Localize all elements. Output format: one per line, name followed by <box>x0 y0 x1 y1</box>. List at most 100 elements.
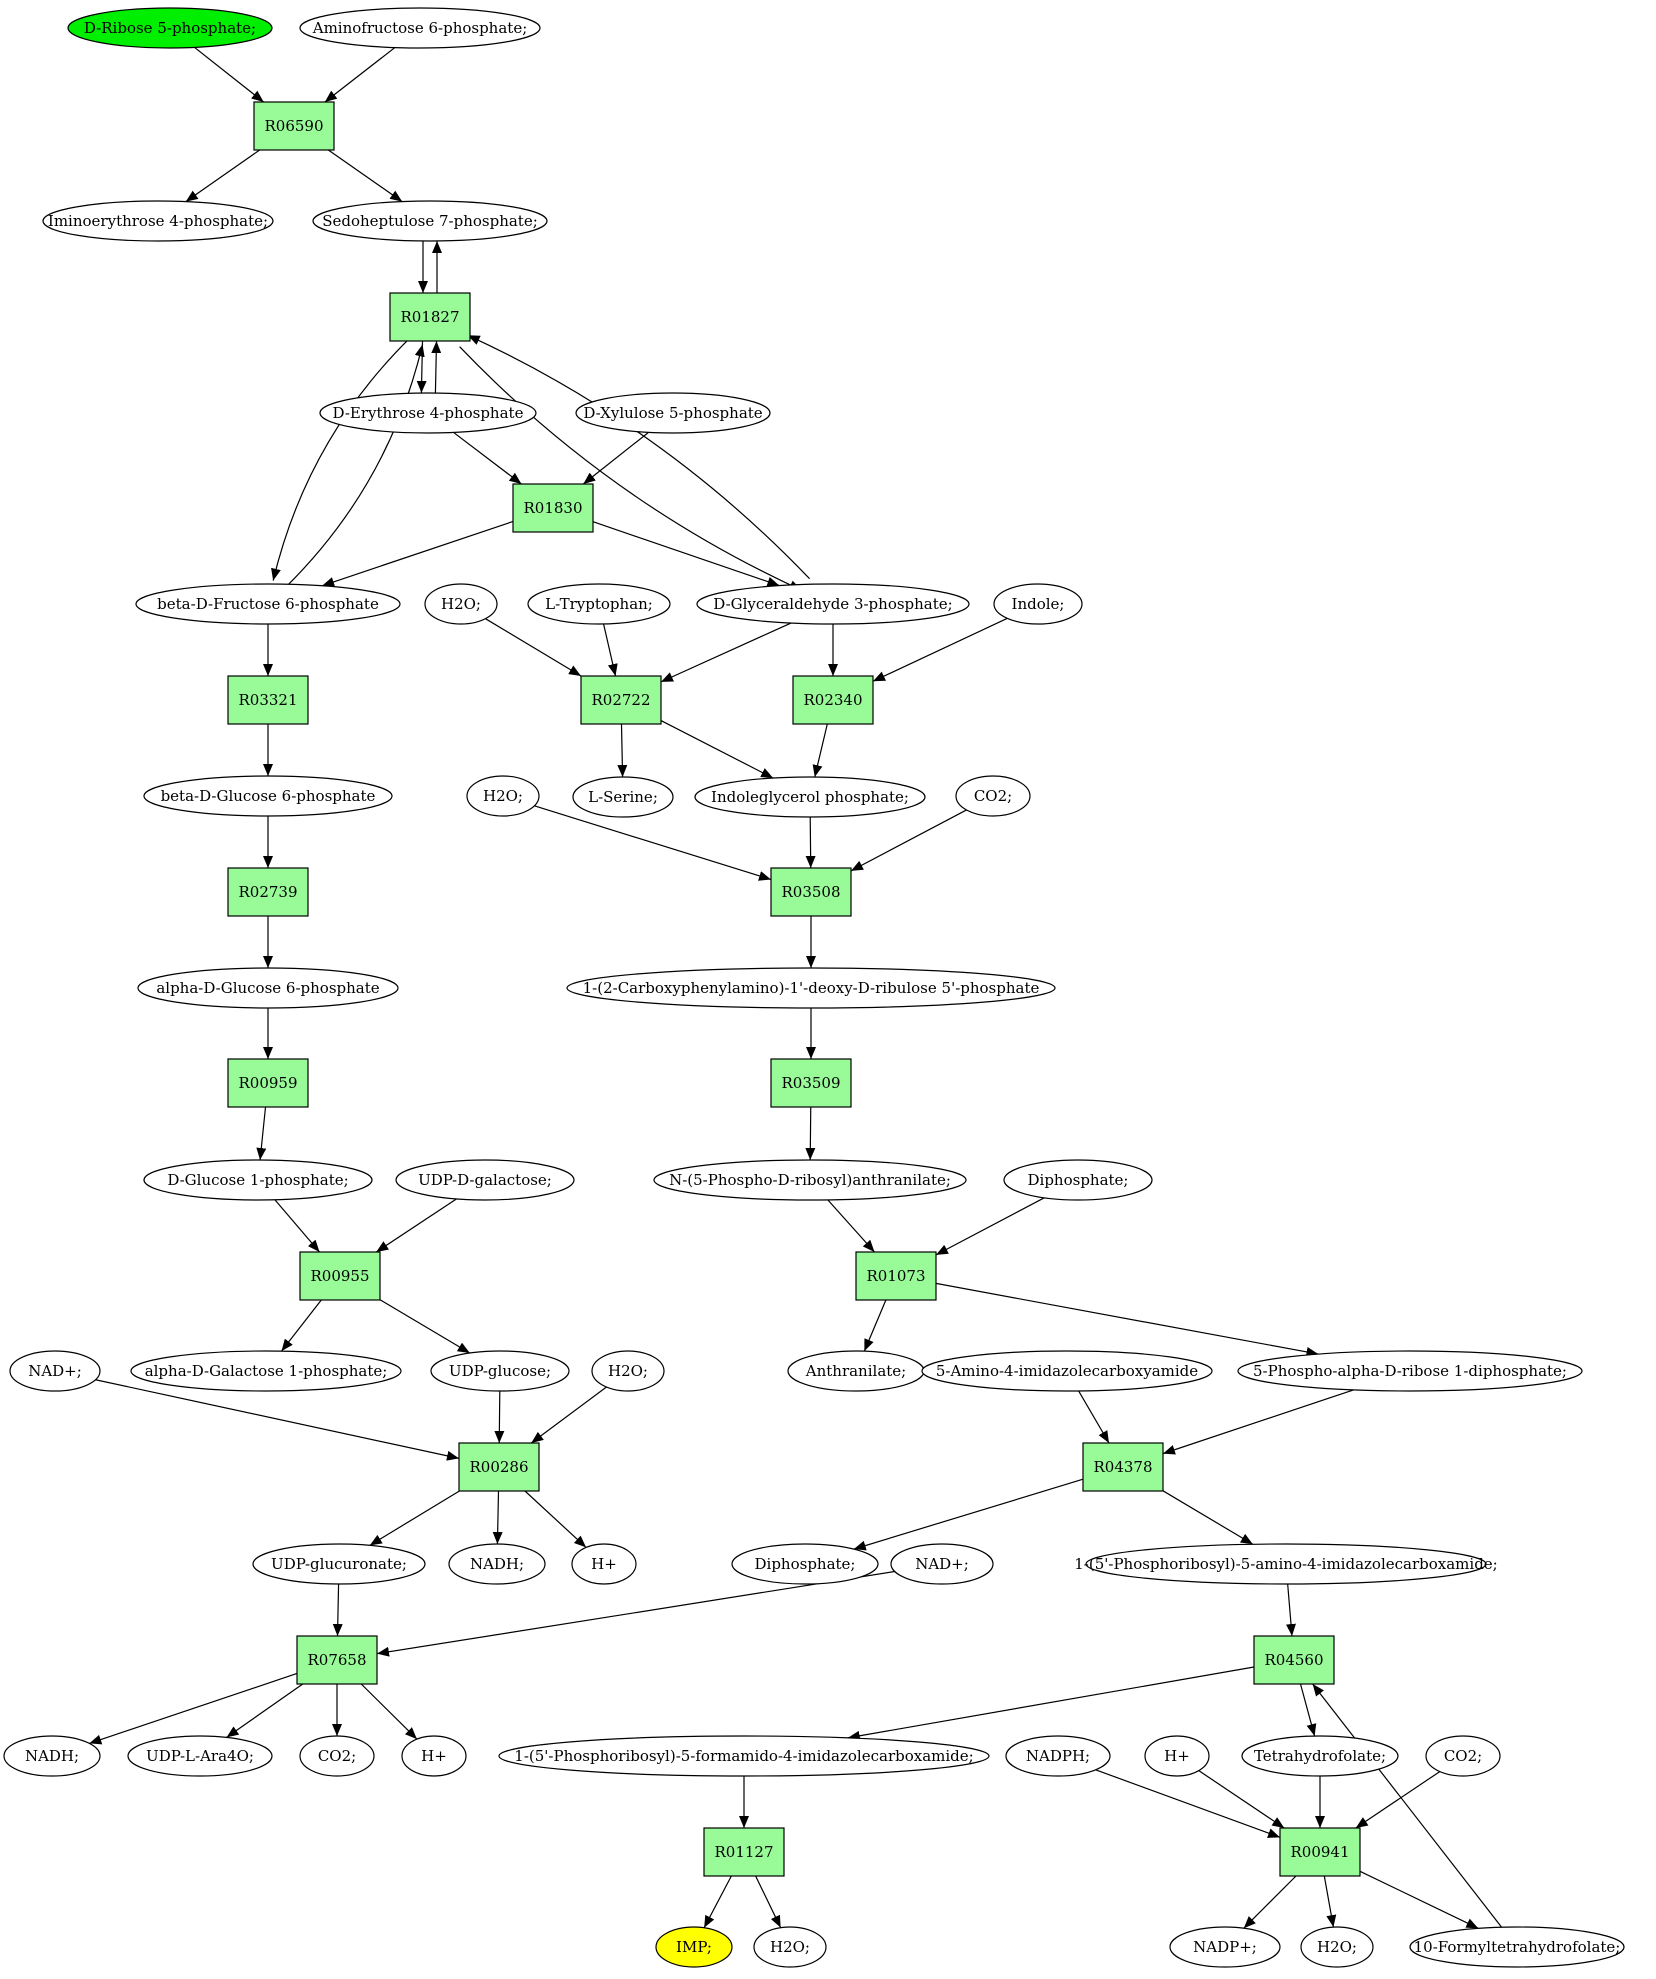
compound-ellipse <box>571 1543 637 1585</box>
compound-ellipse <box>566 967 1056 1009</box>
compound-node-nad_a[interactable]: NAD+; <box>9 1350 101 1392</box>
compound-ellipse <box>1425 1735 1501 1777</box>
node-label: 1-(5'-Phosphoribosyl)-5-amino-4-imidazol… <box>1074 1555 1498 1573</box>
compound-node-imp[interactable]: IMP; <box>655 1926 733 1968</box>
compound-node-ser[interactable]: L-Serine; <box>572 776 674 818</box>
compound-ellipse <box>430 1350 570 1392</box>
compound-ellipse <box>312 200 548 242</box>
reaction-box <box>1253 1635 1335 1685</box>
reaction-node-R03321[interactable]: R03321 <box>227 675 309 725</box>
edge-nad_a-to-R00286 <box>95 1379 460 1461</box>
reaction-node-R00286[interactable]: R00286 <box>458 1442 540 1492</box>
node-label: beta-D-Fructose 6-phosphate <box>157 595 379 613</box>
compound-node-h2o_b[interactable]: H2O; <box>466 775 540 817</box>
node-label: R03508 <box>781 883 840 901</box>
compound-node-xyl5p[interactable]: D-Xylulose 5-phosphate <box>575 392 771 434</box>
node-label: R01073 <box>866 1267 925 1285</box>
reaction-node-R01073[interactable]: R01073 <box>855 1251 937 1301</box>
compound-node-udpara[interactable]: UDP-L-Ara4O; <box>127 1735 273 1777</box>
reaction-box <box>770 1058 852 1108</box>
reaction-node-R04378[interactable]: R04378 <box>1082 1442 1164 1492</box>
node-label: N-(5-Phospho-D-ribosyl)anthranilate; <box>669 1171 951 1189</box>
compound-node-sedo7p[interactable]: Sedoheptulose 7-phosphate; <box>312 200 548 242</box>
compound-ellipse <box>1144 1735 1210 1777</box>
edge-ery4p-to-R01827 <box>431 341 442 394</box>
compound-node-h2o_a[interactable]: H2O; <box>424 583 498 625</box>
compound-node-aica[interactable]: 5-Amino-4-imidazolecarboxyamide <box>921 1350 1213 1392</box>
compound-node-prant[interactable]: N-(5-Phospho-D-ribosyl)anthranilate; <box>653 1159 967 1201</box>
compound-node-aicar[interactable]: 1-(5'-Phosphoribosyl)-5-amino-4-imidazol… <box>1074 1543 1498 1585</box>
reaction-node-R03509[interactable]: R03509 <box>770 1058 852 1108</box>
reaction-node-R02340[interactable]: R02340 <box>792 675 874 725</box>
compound-node-bglc6p[interactable]: beta-D-Glucose 6-phosphate <box>143 775 393 817</box>
compound-node-h2o_e[interactable]: H2O; <box>1300 1926 1374 1968</box>
reaction-node-R00959[interactable]: R00959 <box>227 1058 309 1108</box>
reaction-node-R07658[interactable]: R07658 <box>296 1635 378 1685</box>
compound-node-glc1p[interactable]: D-Glucose 1-phosphate; <box>143 1159 373 1201</box>
compound-node-co2_a[interactable]: CO2; <box>955 775 1031 817</box>
edge-layer <box>89 46 1503 1929</box>
compound-node-hplus_b[interactable]: H+ <box>401 1735 467 1777</box>
compound-node-nadph[interactable]: NADPH; <box>1005 1735 1111 1777</box>
edge-xyl5p-to-R01830 <box>582 431 649 485</box>
compound-node-nad_b[interactable]: NAD+; <box>890 1543 994 1585</box>
reaction-box <box>703 1827 785 1877</box>
reaction-node-R02739[interactable]: R02739 <box>227 867 309 917</box>
node-label: L-Serine; <box>588 788 658 806</box>
node-label: H2O; <box>1317 1938 1357 1956</box>
compound-node-h2o_d[interactable]: H2O; <box>753 1926 827 1968</box>
compound-node-iminoery4p[interactable]: Iminoerythrose 4-phosphate; <box>42 200 274 242</box>
compound-node-aminofru6p[interactable]: Aminofructose 6-phosphate; <box>299 7 541 49</box>
edge-ppi_a-to-R01073 <box>935 1197 1045 1256</box>
compound-node-fru6p[interactable]: beta-D-Fructose 6-phosphate <box>135 583 401 625</box>
reaction-box <box>855 1251 937 1301</box>
compound-node-udpgal[interactable]: UDP-D-galactose; <box>395 1159 575 1201</box>
compound-node-gap[interactable]: D-Glyceraldehyde 3-phosphate; <box>696 583 970 625</box>
compound-node-nadh_b[interactable]: NADH; <box>3 1735 101 1777</box>
compound-node-co2_b[interactable]: CO2; <box>299 1735 375 1777</box>
edge-h2o_c-to-R00286 <box>530 1386 607 1444</box>
compound-node-fthf[interactable]: 10-Formyltetrahydrofolate; <box>1409 1926 1625 1968</box>
node-label: R04560 <box>1264 1651 1323 1669</box>
compound-ellipse <box>921 1350 1213 1392</box>
reaction-box <box>458 1442 540 1492</box>
compound-node-hplus_a[interactable]: H+ <box>571 1543 637 1585</box>
edge-R01830-to-fru6p <box>321 520 514 587</box>
compound-node-igp[interactable]: Indoleglycerol phosphate; <box>694 776 926 818</box>
compound-node-faicar[interactable]: 1-(5'-Phosphoribosyl)-5-formamido-4-imid… <box>498 1735 990 1777</box>
reaction-node-R01827[interactable]: R01827 <box>389 292 471 342</box>
node-label: R00941 <box>1290 1843 1349 1861</box>
compound-node-nadp[interactable]: NADP+; <box>1169 1926 1281 1968</box>
compound-node-ery4p[interactable]: D-Erythrose 4-phosphate <box>319 392 537 434</box>
reaction-node-R02722[interactable]: R02722 <box>580 675 662 725</box>
compound-node-indole[interactable]: Indole; <box>993 583 1083 625</box>
compound-node-udpglcA[interactable]: UDP-glucuronate; <box>252 1543 426 1585</box>
node-label: R02739 <box>238 883 297 901</box>
node-label: 1-(2-Carboxyphenylamino)-1'-deoxy-D-ribu… <box>583 979 1040 997</box>
compound-node-aglc6p[interactable]: alpha-D-Glucose 6-phosphate <box>137 967 399 1009</box>
compound-node-nadh_a[interactable]: NADH; <box>448 1543 546 1585</box>
compound-node-ribose5p[interactable]: D-Ribose 5-phosphate; <box>67 7 273 49</box>
compound-node-agal1p[interactable]: alpha-D-Galactose 1-phosphate; <box>130 1350 402 1392</box>
compound-node-cdrp[interactable]: 1-(2-Carboxyphenylamino)-1'-deoxy-D-ribu… <box>566 967 1056 1009</box>
compound-node-udpglc[interactable]: UDP-glucose; <box>430 1350 570 1392</box>
reaction-node-R01830[interactable]: R01830 <box>512 483 594 533</box>
compound-node-anth[interactable]: Anthranilate; <box>787 1350 925 1392</box>
compound-node-ppi_b[interactable]: Diphosphate; <box>731 1543 879 1585</box>
node-label: Iminoerythrose 4-phosphate; <box>48 212 268 230</box>
compound-node-prpp[interactable]: 5-Phospho-alpha-D-ribose 1-diphosphate; <box>1237 1350 1583 1392</box>
compound-node-trp[interactable]: L-Tryptophan; <box>527 583 671 625</box>
reaction-node-R01127[interactable]: R01127 <box>703 1827 785 1877</box>
compound-ellipse <box>575 392 771 434</box>
reaction-node-R03508[interactable]: R03508 <box>770 867 852 917</box>
compound-node-h2o_c[interactable]: H2O; <box>591 1350 665 1392</box>
compound-ellipse <box>572 776 674 818</box>
compound-node-ppi_a[interactable]: Diphosphate; <box>1003 1159 1153 1201</box>
compound-node-thf[interactable]: Tetrahydrofolate; <box>1241 1735 1399 1777</box>
compound-node-hplus_c[interactable]: H+ <box>1144 1735 1210 1777</box>
reaction-node-R06590[interactable]: R06590 <box>253 101 335 151</box>
reaction-node-R00941[interactable]: R00941 <box>1279 1827 1361 1877</box>
compound-node-co2_c[interactable]: CO2; <box>1425 1735 1501 1777</box>
reaction-node-R00955[interactable]: R00955 <box>299 1251 381 1301</box>
reaction-node-R04560[interactable]: R04560 <box>1253 1635 1335 1685</box>
